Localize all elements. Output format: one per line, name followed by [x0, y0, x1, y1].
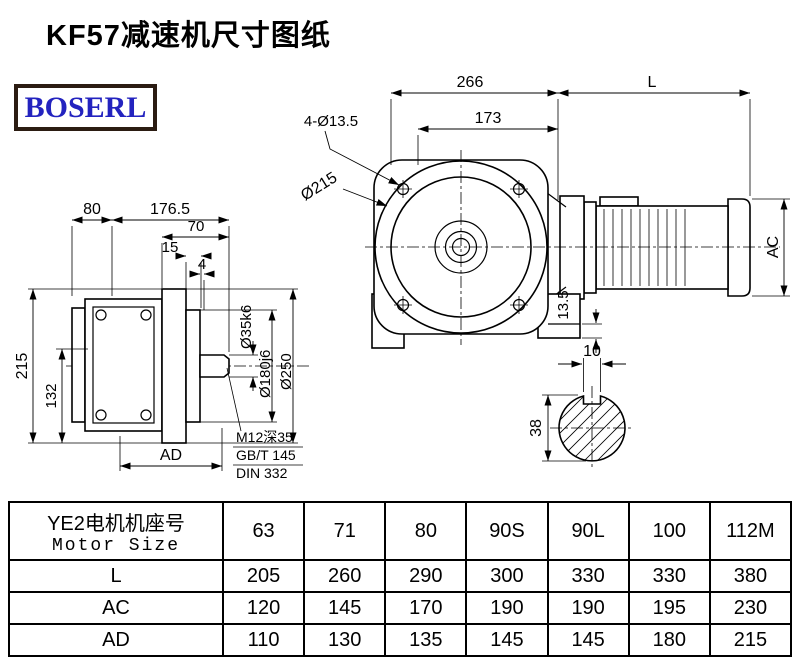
output-flange-edge: [161, 288, 187, 444]
cell-AC-112M: 230: [708, 591, 793, 625]
dim-13-5: 13.5: [555, 290, 572, 319]
dim-15: 15: [162, 239, 179, 256]
output-shaft: [199, 354, 230, 378]
size-column-112M: 112M: [708, 501, 793, 561]
gear-housing: [84, 298, 163, 432]
hub-circle: [434, 220, 488, 274]
motor-fins: [603, 209, 686, 286]
header-en: Motor Size: [51, 535, 181, 556]
dim-80: 80: [83, 201, 101, 218]
dim-132: 132: [43, 383, 60, 408]
size-column-63: 63: [221, 501, 306, 561]
size-column-90L: 90L: [546, 501, 630, 561]
cell-L-63: 205: [221, 559, 306, 593]
cell-AD-71: 130: [303, 623, 387, 657]
flange-spigot: [185, 309, 201, 423]
cell-AD-90S: 145: [465, 623, 549, 657]
cell-L-71: 260: [303, 559, 387, 593]
cell-AC-90S: 190: [465, 591, 549, 625]
row-label-AC: AC: [8, 591, 224, 625]
section-hatching: [559, 396, 625, 461]
cell-AC-80: 170: [384, 591, 468, 625]
flange-circle-215: [374, 160, 548, 334]
cell-L-90L: 330: [546, 559, 630, 593]
bolt-holes: [394, 180, 528, 314]
terminal-box: [599, 196, 639, 207]
cover-bolt: [95, 409, 107, 421]
row-label-L: L: [8, 559, 224, 593]
note-din-standard: DIN 332: [236, 465, 288, 481]
side-view-drawing: 80 176.5 70 15 4 215 132 AD Ø35k6: [14, 201, 312, 481]
dim-shaft-diameter: Ø35k6: [238, 305, 255, 349]
cover-bolt: [95, 309, 107, 321]
cell-AC-71: 145: [303, 591, 387, 625]
dim-173: 173: [475, 110, 502, 127]
dim-flange-od: Ø250: [278, 353, 295, 390]
size-column-90S: 90S: [465, 501, 549, 561]
shaft-section-outline: [558, 394, 626, 462]
size-column-80: 80: [384, 501, 468, 561]
cell-AD-80: 135: [384, 623, 468, 657]
table-row-AC: AC 120 145 170 190 190 195 230: [8, 591, 793, 625]
housing-cover: [92, 306, 155, 424]
cell-AC-90L: 190: [546, 591, 630, 625]
note-gb-standard: GB/T 145: [236, 447, 296, 463]
dim-shaft-38: 38: [528, 419, 545, 437]
brand-logo: BOSERL: [14, 84, 157, 131]
motor-flange: [583, 201, 597, 294]
cell-AD-112M: 215: [708, 623, 793, 657]
cell-L-90S: 300: [465, 559, 549, 593]
dim-key-width-10: 10: [583, 343, 601, 360]
table-row-L: L 205 260 290 300 330 330 380: [8, 559, 793, 593]
header-cn: YE2电机机座号: [47, 512, 185, 535]
front-view-drawing: 266 L 173 4-Ø13.5 Ø215 AC 13.5: [298, 74, 790, 353]
cell-L-80: 290: [384, 559, 468, 593]
dim-L: L: [648, 74, 657, 91]
spigot-circle-180: [390, 176, 532, 318]
adapter-housing: [559, 195, 585, 300]
dim-70: 70: [188, 218, 205, 235]
cell-AC-100: 195: [627, 591, 711, 625]
dim-215: 215: [14, 353, 31, 380]
page-title: KF57减速机尺寸图纸: [46, 20, 331, 52]
dim-266: 266: [457, 74, 484, 91]
shaft-bore-circle: [444, 230, 478, 264]
header-label-cell: YE2电机机座号 Motor Size: [8, 501, 224, 561]
fan-cover: [727, 198, 751, 297]
cell-L-100: 330: [627, 559, 711, 593]
cell-L-112M: 380: [708, 559, 793, 593]
dimension-drawing: 80 176.5 70 15 4 215 132 AD Ø35k6: [14, 74, 790, 481]
cover-bolt: [140, 309, 152, 321]
dim-4: 4: [198, 256, 206, 273]
size-column-100: 100: [627, 501, 711, 561]
dim-bolt-holes: 4-Ø13.5: [304, 113, 358, 130]
motor-size-table: YE2电机机座号 Motor Size 63 71 80 90S 90L 100…: [8, 501, 793, 657]
dim-flange-diameter: Ø215: [298, 169, 340, 204]
row-label-AD: AD: [8, 623, 224, 657]
dim-176-5: 176.5: [150, 201, 190, 218]
table-header-row: YE2电机机座号 Motor Size 63 71 80 90S 90L 100…: [8, 501, 793, 561]
note-thread: M12深35: [236, 429, 293, 445]
cell-AD-90L: 145: [546, 623, 630, 657]
housing-cover-lip: [71, 307, 86, 423]
motor-body: [595, 205, 729, 290]
cell-AD-100: 180: [627, 623, 711, 657]
shaft-end-view-drawing: 10 38: [528, 343, 634, 470]
dim-AC: AC: [765, 236, 782, 258]
size-column-71: 71: [303, 501, 387, 561]
table-row-AD: AD 110 130 135 145 145 180 215: [8, 623, 793, 657]
dim-AD: AD: [160, 447, 182, 464]
cover-bolt: [140, 409, 152, 421]
cell-AC-63: 120: [221, 591, 306, 625]
center-hole-circle: [451, 237, 471, 257]
dim-spigot-diameter: Ø180j6: [257, 350, 274, 398]
cell-AD-63: 110: [221, 623, 306, 657]
